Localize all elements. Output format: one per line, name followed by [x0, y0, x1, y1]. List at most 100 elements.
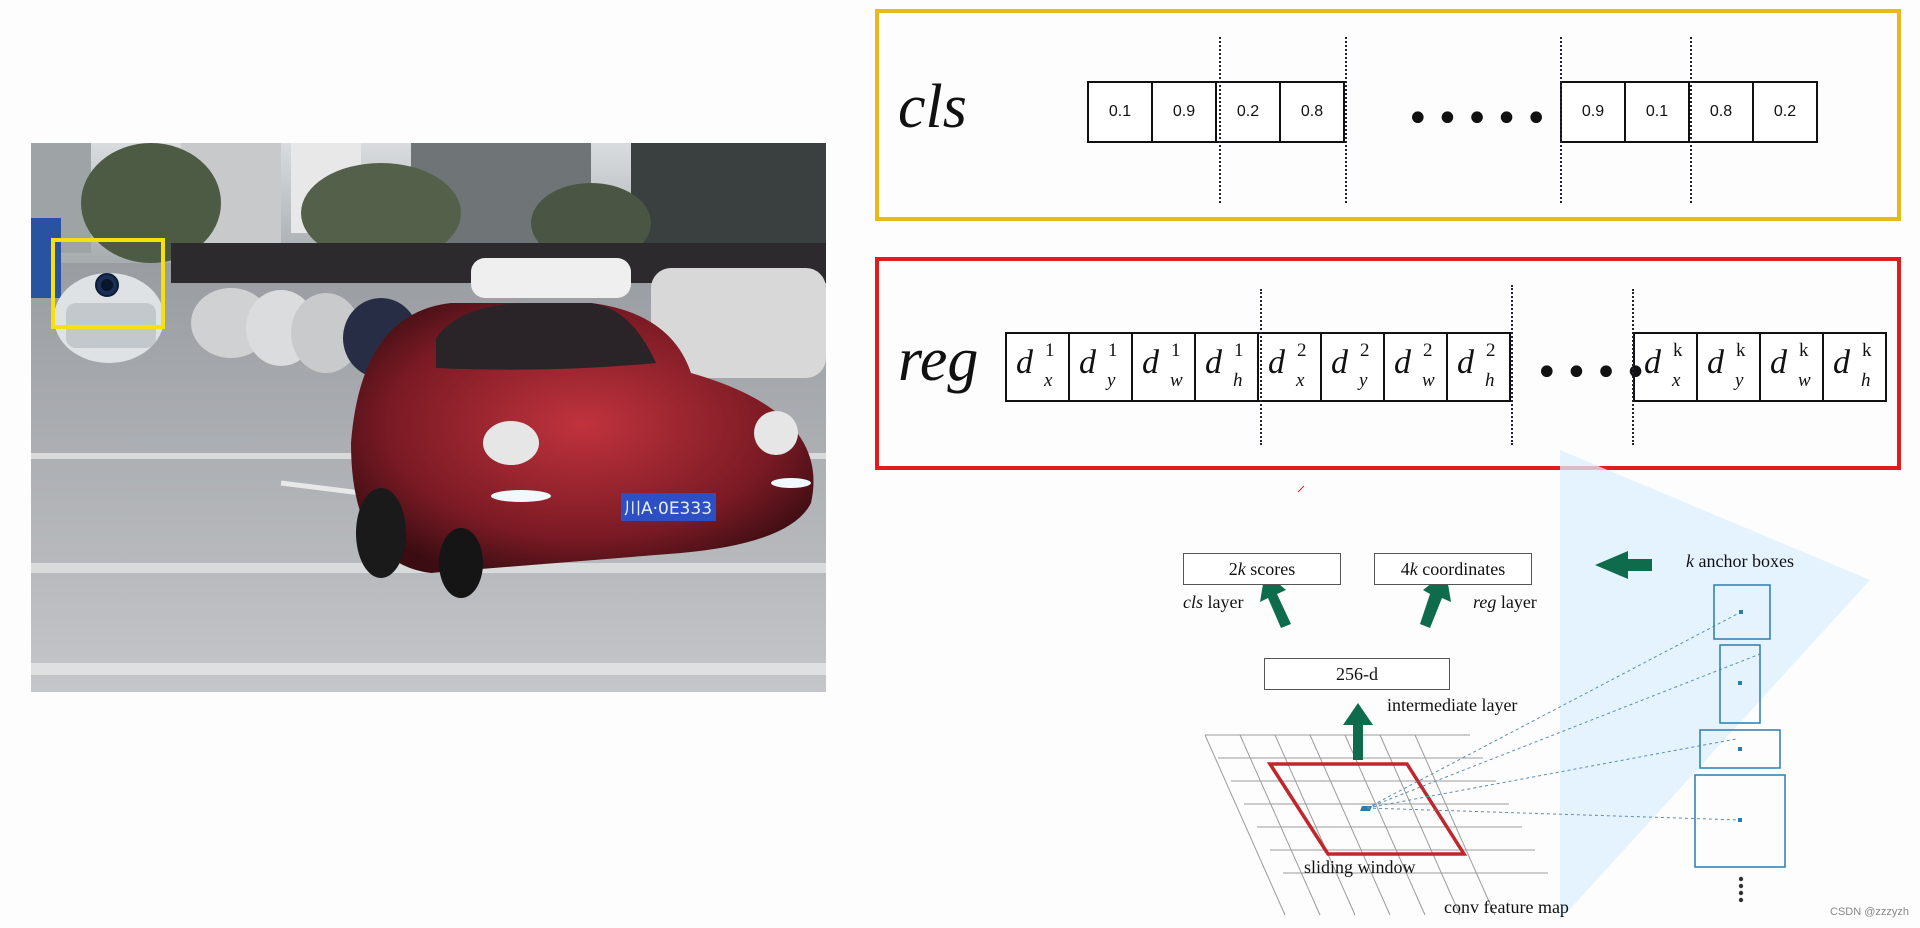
scores-number: 2	[1228, 558, 1238, 579]
reg-layer-rest: layer	[1496, 592, 1537, 612]
delta-coordinate: h	[1233, 370, 1243, 391]
anchor-divider	[1511, 285, 1513, 445]
anchor-box	[1719, 644, 1761, 724]
delta-anchor-index: 2	[1486, 340, 1496, 361]
coords-text: coordinates	[1417, 558, 1506, 579]
cls-ellipsis: •••••	[1406, 96, 1554, 142]
delta-symbol: d	[1833, 344, 1850, 381]
anchor-boxes-label: k anchor boxes	[1686, 551, 1794, 572]
anchor-box	[1694, 774, 1786, 868]
delta-anchor-index: 1	[1045, 340, 1055, 361]
delta-anchor-index: 1	[1234, 340, 1244, 361]
delta-symbol: d	[1770, 344, 1787, 381]
delta-symbol: d	[1142, 344, 1159, 381]
anchor-more-dots	[1738, 876, 1744, 903]
cls-score-cell: 0.2	[1752, 81, 1818, 143]
delta-symbol: d	[1394, 344, 1411, 381]
delta-coordinate: y	[1359, 370, 1368, 391]
delta-anchor-index: 1	[1171, 340, 1181, 361]
cls-layer-italic: cls	[1183, 592, 1203, 612]
intermediate-box: 256-d	[1264, 658, 1450, 690]
cls-label: cls	[898, 73, 967, 141]
delta-anchor-index: 1	[1108, 340, 1118, 361]
scores-k: k	[1237, 558, 1246, 579]
anchor-divider	[1632, 289, 1634, 445]
reg-layer-label: reg layer	[1473, 592, 1537, 613]
delta-coordinate: w	[1170, 370, 1183, 391]
delta-symbol: d	[1707, 344, 1724, 381]
sliding-window-label: sliding window	[1304, 857, 1416, 877]
delta-symbol: d	[1205, 344, 1222, 381]
watermark: CSDN @zzzyzh	[1830, 906, 1910, 918]
delta-symbol: d	[1457, 344, 1474, 381]
delta-coordinate: y	[1735, 370, 1744, 391]
anchor-k: k	[1686, 551, 1694, 571]
anchor-divider	[1560, 37, 1562, 203]
anchor-divider	[1345, 37, 1347, 203]
delta-symbol: d	[1268, 344, 1285, 381]
delta-coordinate: h	[1485, 370, 1495, 391]
license-plate: 川A·0E333	[624, 499, 712, 519]
delta-coordinate: x	[1044, 370, 1053, 391]
cls-score-cell: 0.1	[1087, 81, 1153, 143]
delta-anchor-index: k	[1736, 340, 1746, 361]
street-photo: 川A·0E333	[31, 143, 826, 692]
delta-anchor-index: k	[1673, 340, 1683, 361]
cls-score-cell: 0.9	[1151, 81, 1217, 143]
cls-panel: cls 0.1 0.9 0.2 0.8 ••••• 0.9 0.1 0.8 0.…	[875, 9, 1901, 221]
anchor-divider	[1690, 37, 1692, 203]
delta-coordinate: w	[1422, 370, 1435, 391]
feature-map-label: conv feature map	[1444, 897, 1569, 917]
reg-label: reg	[898, 326, 979, 394]
delta-symbol: d	[1079, 344, 1096, 381]
delta-coordinate: h	[1861, 370, 1871, 391]
delta-anchor-index: 2	[1297, 340, 1307, 361]
delta-anchor-index: k	[1799, 340, 1809, 361]
anchor-divider	[1219, 37, 1221, 203]
rpn-diagram-graphics	[1204, 450, 1870, 920]
delta-symbol: d	[1331, 344, 1348, 381]
arrow-up-icon	[1260, 572, 1291, 628]
arrow-up-icon	[1343, 703, 1373, 760]
intermediate-layer-label: intermediate layer	[1387, 695, 1518, 715]
cls-layer-label: cls layer	[1183, 592, 1243, 613]
cls-score-cell: 0.2	[1215, 81, 1281, 143]
delta-anchor-index: 2	[1423, 340, 1433, 361]
cls-layer-rest: layer	[1203, 592, 1244, 612]
coords-k: k	[1409, 558, 1418, 579]
anchor-divider	[1260, 289, 1262, 445]
delta-anchor-index: k	[1862, 340, 1872, 361]
delta-symbol: d	[1016, 344, 1033, 381]
delta-coordinate: y	[1107, 370, 1116, 391]
scores-text: scores	[1245, 558, 1296, 579]
anchor-box	[1699, 729, 1781, 769]
anchor-text: anchor boxes	[1694, 551, 1794, 571]
cls-score-cell: 0.1	[1624, 81, 1690, 143]
coords-number: 4	[1400, 558, 1410, 579]
feature-map-grid	[1204, 734, 1548, 916]
reg-ellipsis: ••••	[1535, 350, 1654, 396]
sliding-window	[1266, 762, 1468, 856]
cls-score-cell: 0.9	[1560, 81, 1626, 143]
arrow-left-icon	[1595, 551, 1652, 579]
anchor-box	[1713, 584, 1771, 640]
delta-coordinate: w	[1798, 370, 1811, 391]
delta-symbol: d	[1644, 344, 1661, 381]
detection-box	[51, 238, 165, 329]
cls-score-cell: 0.8	[1279, 81, 1345, 143]
cls-score-cell: 0.8	[1688, 81, 1754, 143]
